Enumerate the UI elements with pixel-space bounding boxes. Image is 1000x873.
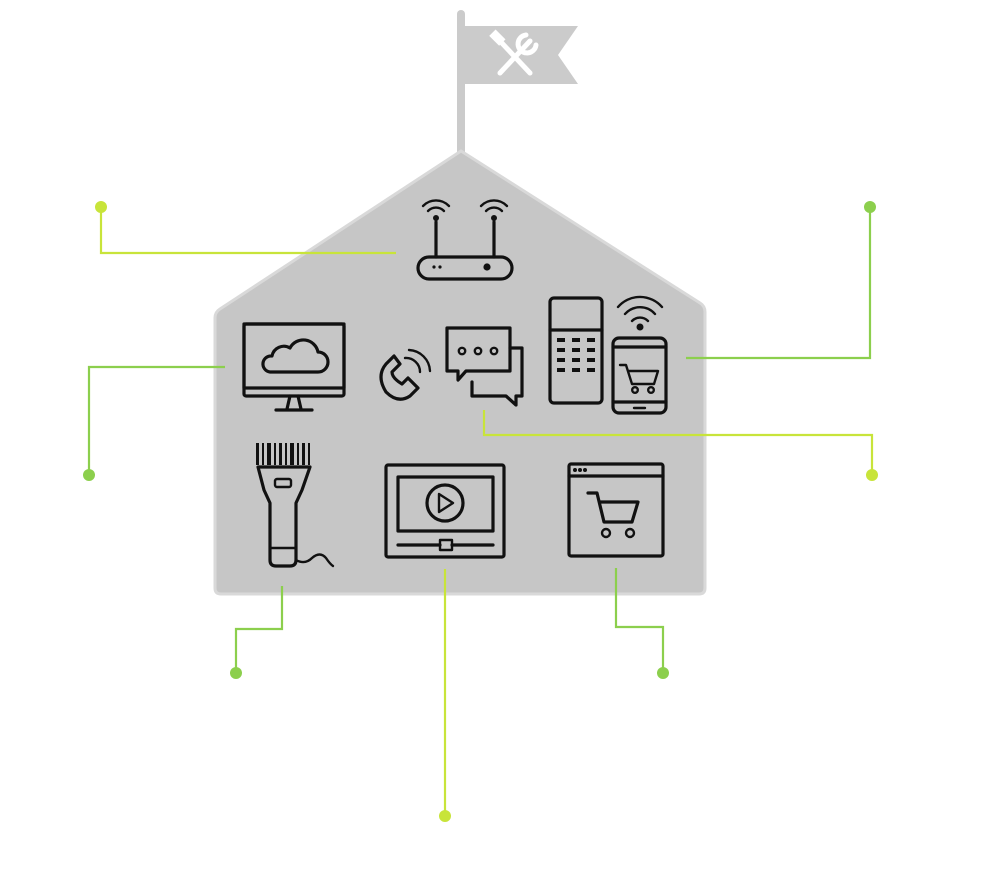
connector-router xyxy=(95,201,396,255)
connector-video-player xyxy=(439,569,451,822)
wifi-router-icon xyxy=(416,199,514,281)
tools-icon xyxy=(489,29,539,76)
connector-pos-mobile xyxy=(686,201,876,360)
connector-barcode-scanner xyxy=(230,586,284,679)
flag xyxy=(457,10,578,156)
connector-web-shop xyxy=(614,568,669,679)
house-shape xyxy=(213,149,707,596)
barcode-scanner-icon xyxy=(256,443,335,568)
phone-chat-icon xyxy=(379,326,524,407)
pos-terminal-mobile-cart-icon xyxy=(548,295,668,415)
web-shop-cart-icon xyxy=(567,462,665,558)
video-player-icon xyxy=(384,463,506,559)
connector-cloud-monitor xyxy=(83,365,225,481)
cloud-monitor-icon xyxy=(242,322,346,412)
connector-phone-chat xyxy=(482,410,878,481)
connectors xyxy=(83,201,878,822)
